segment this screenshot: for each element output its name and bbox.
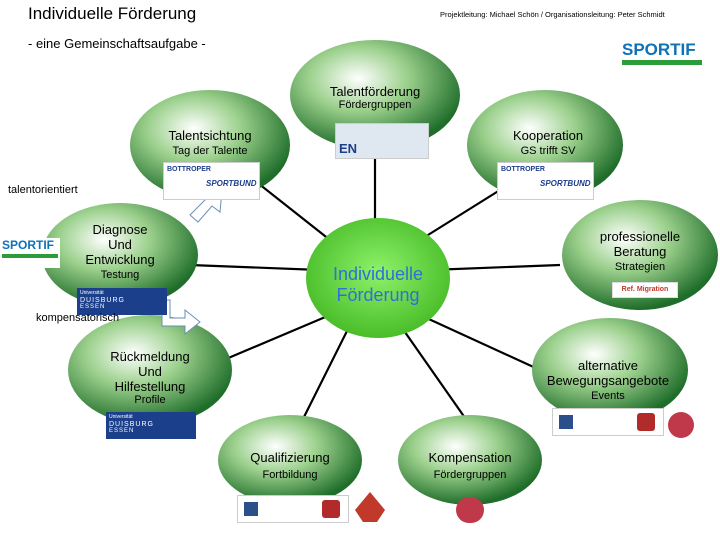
node-qualifizierung: Qualifizierung Fortbildung bbox=[225, 450, 355, 481]
node-beratung-sub: Strategien bbox=[614, 261, 666, 273]
node-beratung-title2: Beratung bbox=[613, 244, 667, 259]
node-diagnose-title2: Und bbox=[108, 237, 132, 252]
node-rueckmeldung-sphere bbox=[68, 315, 232, 425]
uni-logo-2: Universität DUISBURG ESSEN bbox=[106, 412, 196, 439]
node-talentfoerderung-sub: Fördergruppen bbox=[338, 99, 412, 111]
label-talentorientiert: talentorientiert bbox=[8, 184, 78, 196]
node-rueckmeldung: Rückmeldung Und Hilfestellung Profile bbox=[85, 349, 215, 406]
node-beratung: professionelle Beratung Strategien bbox=[570, 229, 710, 273]
node-diagnose-title3: Entwicklung bbox=[85, 252, 155, 267]
partner-logos-bottom bbox=[237, 495, 349, 523]
node-kompensation-sub: Fördergruppen bbox=[433, 469, 507, 481]
en-photo: EN bbox=[335, 123, 429, 159]
center-label: Individuelle Förderung bbox=[308, 264, 448, 306]
node-qualifizierung-title: Qualifizierung bbox=[250, 450, 330, 465]
center-line2: Förderung bbox=[336, 285, 420, 305]
node-talentsichtung-title: Talentsichtung bbox=[168, 128, 252, 143]
page-title: Individuelle Förderung bbox=[28, 4, 197, 23]
node-talentfoerderung: Talentförderung Fördergruppen bbox=[290, 84, 460, 111]
node-beratung-title1: professionelle bbox=[599, 229, 681, 244]
node-kooperation-title: Kooperation bbox=[512, 128, 584, 143]
node-talentsichtung-sub: Tag der Talente bbox=[172, 145, 248, 157]
ref-migration-badge: Ref. Migration bbox=[612, 282, 678, 298]
node-alternative-sphere bbox=[532, 318, 688, 422]
node-diagnose-title1: Diagnose bbox=[92, 222, 148, 237]
sportif-logo: SPORTIF bbox=[622, 36, 704, 72]
node-beratung-sphere bbox=[562, 200, 718, 310]
crest-logo bbox=[353, 490, 387, 524]
node-kompensation: Kompensation Fördergruppen bbox=[405, 450, 535, 481]
node-alternative-sub: Events bbox=[591, 390, 625, 402]
node-qualifizierung-sub: Fortbildung bbox=[262, 469, 318, 481]
node-alternative-title1: alternative bbox=[578, 358, 638, 373]
node-talentsichtung: Talentsichtung Tag der Talente bbox=[140, 128, 280, 157]
node-talentfoerderung-sphere bbox=[290, 40, 460, 150]
node-qualifizierung-sphere bbox=[218, 415, 362, 505]
node-kompensation-sphere bbox=[398, 415, 542, 505]
node-alternative-title2: Bewegungsangebote bbox=[546, 373, 670, 388]
sport-badge-right bbox=[668, 412, 694, 438]
page-subtitle: - eine Gemeinschaftsaufgabe - bbox=[28, 36, 206, 51]
node-rueckmeldung-title2: Und bbox=[138, 364, 162, 379]
node-rueckmeldung-title3: Hilfestellung bbox=[114, 379, 186, 394]
partner-logos-right bbox=[552, 408, 664, 436]
sportbund-logo-left: BOTTROPER SPORTBUND bbox=[163, 162, 260, 200]
node-talentfoerderung-title: Talentförderung bbox=[329, 84, 421, 99]
node-diagnose-sphere bbox=[42, 203, 198, 307]
center-line1: Individuelle bbox=[332, 264, 424, 284]
label-kompensatorisch: kompensatorisch bbox=[36, 312, 120, 324]
node-kompensation-title: Kompensation bbox=[428, 450, 512, 465]
node-kooperation: Kooperation GS trifft SV bbox=[478, 128, 618, 157]
node-rueckmeldung-title1: Rückmeldung bbox=[110, 349, 190, 364]
node-diagnose: Diagnose Und Entwicklung Testung bbox=[60, 222, 180, 281]
node-rueckmeldung-sub: Profile bbox=[134, 394, 166, 406]
center-sphere bbox=[306, 218, 450, 338]
uni-logo-1: Universität DUISBURG ESSEN bbox=[77, 288, 167, 315]
node-diagnose-sub: Testung bbox=[100, 269, 140, 281]
project-info: Projektleitung: Michael Schön / Organisa… bbox=[440, 10, 665, 19]
sportbund-logo-right: BOTTROPER SPORTBUND bbox=[497, 162, 594, 200]
sportif-logo-left: SPORTIF bbox=[2, 238, 60, 268]
node-kooperation-sub: GS trifft SV bbox=[520, 145, 576, 157]
node-alternative: alternative Bewegungsangebote Events bbox=[533, 358, 683, 402]
sport-badge-bottom bbox=[456, 497, 484, 523]
